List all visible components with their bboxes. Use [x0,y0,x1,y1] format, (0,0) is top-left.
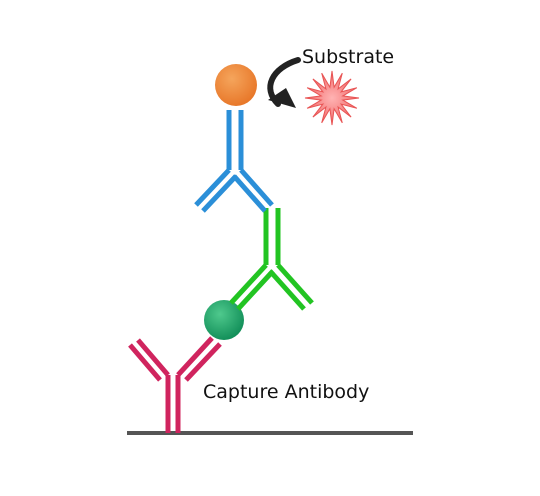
secondary-antibody [229,208,314,311]
starburst-icon [304,70,360,126]
capture-antibody-label: Capture Antibody [203,381,370,403]
substrate-label: Substrate [302,46,395,68]
antigen [204,300,244,340]
capture-antibody [128,336,222,433]
curved-arrow-icon [267,57,301,108]
enzyme [215,64,257,106]
detection-antibody [194,110,274,213]
